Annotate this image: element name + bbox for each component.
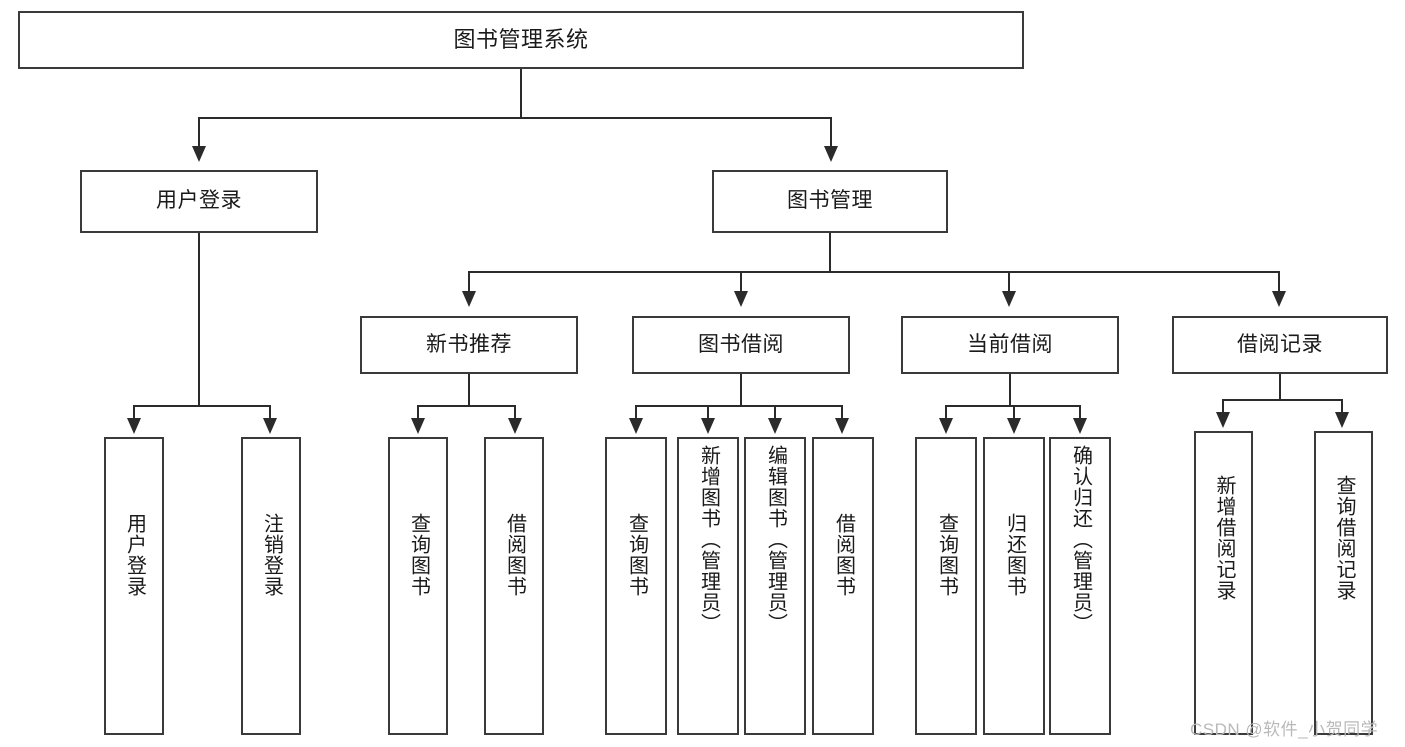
node-label: 新书推荐 — [426, 332, 512, 356]
node-current-borrow[interactable]: 当前借阅 — [901, 316, 1119, 374]
connector-new-book-bus — [417, 405, 516, 407]
connector-cb-to-leaf-1 — [945, 405, 947, 420]
connector-bb-to-leaf-3 — [774, 405, 776, 420]
node-book-management[interactable]: 图书管理 — [712, 170, 948, 233]
arrowhead-bm-current-borrow — [1002, 291, 1016, 307]
arrowhead-bb-leaf-1 — [629, 418, 643, 434]
connector-bm-to-new-book — [468, 271, 470, 293]
leaf-return-book[interactable]: 归还图书 — [983, 437, 1045, 735]
arrowhead-to-book-management — [824, 146, 838, 162]
node-label: 借阅图书 — [503, 513, 526, 597]
connector-cb-to-leaf-2 — [1013, 405, 1015, 420]
node-label: 用户登录 — [123, 513, 146, 597]
connector-current-borrow-stem — [1009, 374, 1011, 407]
connector-book-management-stem — [829, 233, 831, 273]
node-label: 归还图书 — [1003, 513, 1026, 597]
node-label: 图书管理 — [787, 189, 873, 213]
connector-root-stem — [520, 69, 522, 118]
connector-root-to-book-management — [830, 117, 832, 148]
connector-bb-to-leaf-2 — [707, 405, 709, 420]
node-label: 借阅图书 — [832, 513, 855, 597]
node-borrow-record[interactable]: 借阅记录 — [1172, 316, 1388, 374]
leaf-edit-book-admin[interactable]: 编辑图书（管理员） — [744, 437, 806, 735]
connector-bm-to-current-borrow — [1008, 271, 1010, 293]
connector-br-to-leaf-2 — [1341, 399, 1343, 414]
node-label: 查询借阅记录 — [1333, 475, 1355, 601]
connector-user-login-stem — [198, 233, 200, 407]
node-label: 新增借阅记录 — [1213, 475, 1235, 601]
node-label: 图书借阅 — [698, 332, 784, 356]
leaf-borrow-book-recommend[interactable]: 借阅图书 — [484, 437, 544, 735]
arrowhead-user-login-leaf-1 — [127, 418, 141, 434]
connector-borrow-record-stem — [1279, 374, 1281, 401]
connector-book-borrow-stem — [740, 374, 742, 407]
leaf-logout[interactable]: 注销登录 — [241, 437, 301, 735]
arrowhead-to-user-login — [192, 146, 206, 162]
connector-bb-to-leaf-4 — [841, 405, 843, 420]
connector-borrow-record-bus — [1222, 399, 1342, 401]
leaf-query-book-current[interactable]: 查询图书 — [915, 437, 977, 735]
connector-book-management-bus — [468, 271, 1280, 273]
node-label: 当前借阅 — [967, 332, 1053, 356]
node-label: 用户登录 — [156, 189, 242, 213]
leaf-borrow-book[interactable]: 借阅图书 — [812, 437, 874, 735]
node-book-borrow[interactable]: 图书借阅 — [632, 316, 850, 374]
leaf-query-book-recommend[interactable]: 查询图书 — [388, 437, 448, 735]
arrowhead-bm-book-borrow — [734, 291, 748, 307]
connector-bm-to-borrow-record — [1278, 271, 1280, 293]
arrowhead-bb-leaf-4 — [835, 418, 849, 434]
node-label: 新增图书（管理员） — [697, 445, 720, 634]
node-new-book-recommend[interactable]: 新书推荐 — [360, 316, 578, 374]
arrowhead-bm-new-book — [462, 291, 476, 307]
connector-new-book-to-leaf-1 — [417, 405, 419, 420]
arrowhead-new-book-leaf-2 — [508, 418, 522, 434]
connector-user-login-to-leaf-1 — [133, 405, 135, 420]
leaf-query-book-borrow[interactable]: 查询图书 — [605, 437, 667, 735]
arrowhead-cb-leaf-3 — [1073, 418, 1087, 434]
leaf-user-login[interactable]: 用户登录 — [104, 437, 164, 735]
leaf-add-borrow-record[interactable]: 新增借阅记录 — [1194, 431, 1253, 735]
connector-cb-to-leaf-3 — [1079, 405, 1081, 420]
node-label: 图书管理系统 — [453, 27, 589, 53]
leaf-add-book-admin[interactable]: 新增图书（管理员） — [677, 437, 739, 735]
node-label: 查询图书 — [935, 513, 958, 597]
arrowhead-br-leaf-1 — [1216, 412, 1230, 428]
connector-new-book-to-leaf-2 — [514, 405, 516, 420]
arrowhead-bm-borrow-record — [1272, 291, 1286, 307]
arrowhead-bb-leaf-3 — [768, 418, 782, 434]
node-label: 查询图书 — [407, 513, 430, 597]
connector-new-book-stem — [468, 374, 470, 407]
connector-root-to-user-login — [198, 117, 200, 148]
connector-user-login-bus — [133, 405, 270, 407]
arrowhead-cb-leaf-2 — [1007, 418, 1021, 434]
arrowhead-new-book-leaf-1 — [411, 418, 425, 434]
arrowhead-br-leaf-2 — [1335, 412, 1349, 428]
arrowhead-cb-leaf-1 — [939, 418, 953, 434]
arrowhead-bb-leaf-2 — [701, 418, 715, 434]
arrowhead-user-login-leaf-2 — [263, 418, 277, 434]
connector-bm-to-book-borrow — [740, 271, 742, 293]
connector-user-login-to-leaf-2 — [269, 405, 271, 420]
node-root-book-management-system[interactable]: 图书管理系统 — [18, 11, 1024, 69]
node-label: 借阅记录 — [1237, 332, 1323, 356]
connector-br-to-leaf-1 — [1222, 399, 1224, 414]
node-label: 编辑图书（管理员） — [764, 445, 787, 634]
node-label: 查询图书 — [625, 513, 648, 597]
node-label: 确认归还（管理员） — [1069, 445, 1092, 634]
node-user-login[interactable]: 用户登录 — [80, 170, 318, 233]
leaf-query-borrow-record[interactable]: 查询借阅记录 — [1314, 431, 1373, 735]
connector-book-borrow-bus — [635, 405, 843, 407]
connector-root-bus — [198, 117, 832, 119]
leaf-confirm-return-admin[interactable]: 确认归还（管理员） — [1049, 437, 1111, 735]
node-label: 注销登录 — [260, 513, 283, 597]
connector-bb-to-leaf-1 — [635, 405, 637, 420]
